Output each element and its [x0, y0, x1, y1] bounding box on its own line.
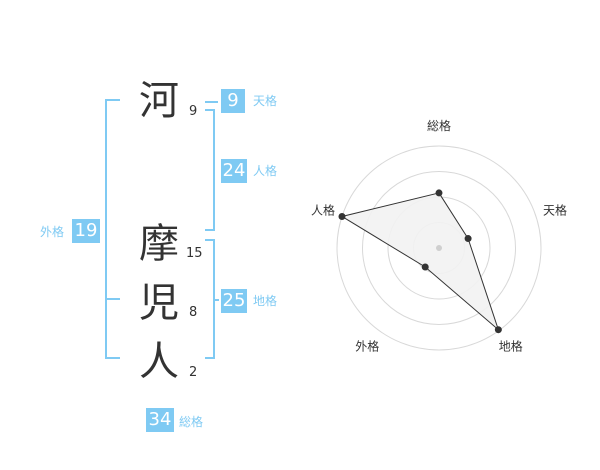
jinkaku-bracket — [205, 109, 215, 231]
radar-label-2: 天格 — [543, 202, 567, 217]
radar-shape — [340, 192, 500, 332]
radar-label-1: 総格 — [427, 118, 451, 133]
radar-label-4: 外格 — [355, 339, 379, 354]
gaikaku-bracket — [105, 99, 120, 359]
radar-points — [338, 189, 502, 334]
radar-point-5 — [338, 212, 346, 220]
radar-point-1 — [435, 189, 443, 197]
radar-ring-3 — [362, 171, 516, 325]
radar-center — [436, 245, 442, 251]
radar-point-4 — [421, 263, 429, 271]
radar-ring-4 — [336, 145, 542, 351]
radar-point-2 — [464, 235, 472, 243]
radar-label-5: 人格 — [311, 202, 335, 217]
radar-point-3 — [494, 326, 502, 334]
radar-label-3: 地格 — [499, 339, 523, 354]
